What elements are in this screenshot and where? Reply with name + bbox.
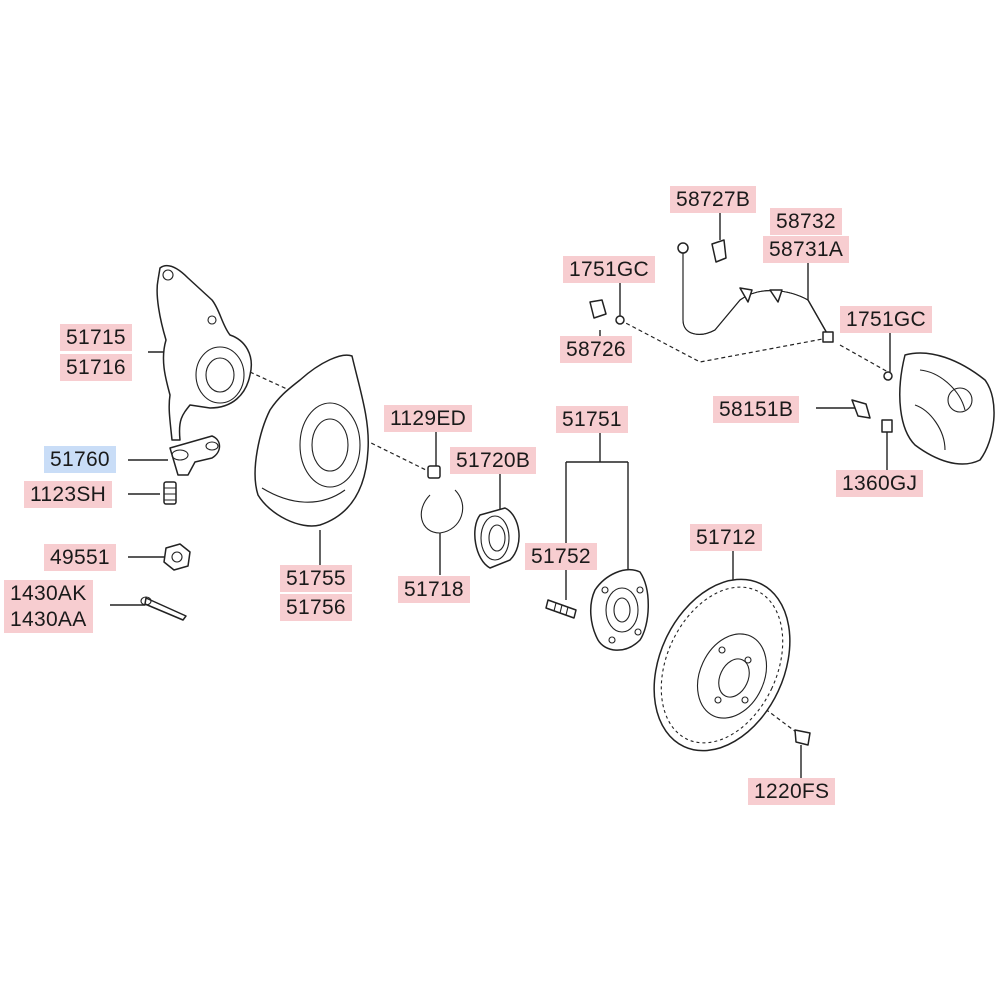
label-1430AA[interactable]: 1430AA xyxy=(4,606,93,633)
brake-hose xyxy=(677,239,834,343)
label-1220FS[interactable]: 1220FS xyxy=(748,778,836,805)
label-51752[interactable]: 51752 xyxy=(525,543,597,570)
hub-bolt xyxy=(545,599,577,619)
ball-joint xyxy=(169,435,221,476)
label-1129ED[interactable]: 1129ED xyxy=(384,405,473,432)
label-51755[interactable]: 51755 xyxy=(280,565,352,592)
label-1430AK[interactable]: 1430AK xyxy=(4,580,93,607)
bracket-58726 xyxy=(589,299,625,325)
bolt-1123SH xyxy=(163,481,177,505)
label-58727B[interactable]: 58727B xyxy=(670,186,757,213)
label-51756[interactable]: 51756 xyxy=(280,594,352,621)
steering-knuckle xyxy=(156,264,252,441)
label-58731A[interactable]: 58731A xyxy=(763,236,850,263)
label-51715[interactable]: 51715 xyxy=(60,324,132,351)
label-58732[interactable]: 58732 xyxy=(770,208,842,235)
label-1751GC-right[interactable]: 1751GC xyxy=(840,306,933,333)
screw-1220FS xyxy=(794,729,811,746)
brake-disc xyxy=(653,578,791,752)
label-51716[interactable]: 51716 xyxy=(60,354,132,381)
label-1123SH[interactable]: 1123SH xyxy=(24,481,113,508)
label-58726[interactable]: 58726 xyxy=(560,336,632,363)
bolt-1129ED xyxy=(427,465,441,479)
brake-caliper xyxy=(851,352,995,465)
wheel-bearing xyxy=(474,507,520,569)
label-58151B[interactable]: 58151B xyxy=(713,396,800,423)
label-1751GC-left[interactable]: 1751GC xyxy=(563,256,656,283)
nut-49551 xyxy=(163,543,191,571)
label-49551[interactable]: 49551 xyxy=(44,544,116,571)
snap-ring xyxy=(420,489,464,534)
label-51712[interactable]: 51712 xyxy=(690,524,762,551)
wheel-hub xyxy=(590,569,649,651)
label-51718[interactable]: 51718 xyxy=(398,576,470,603)
dust-cover xyxy=(254,354,370,527)
split-pin xyxy=(140,596,187,621)
label-51720B[interactable]: 51720B xyxy=(450,447,537,474)
label-51751[interactable]: 51751 xyxy=(556,406,628,433)
label-1360GJ[interactable]: 1360GJ xyxy=(836,470,924,497)
label-51760[interactable]: 51760 xyxy=(44,446,116,473)
